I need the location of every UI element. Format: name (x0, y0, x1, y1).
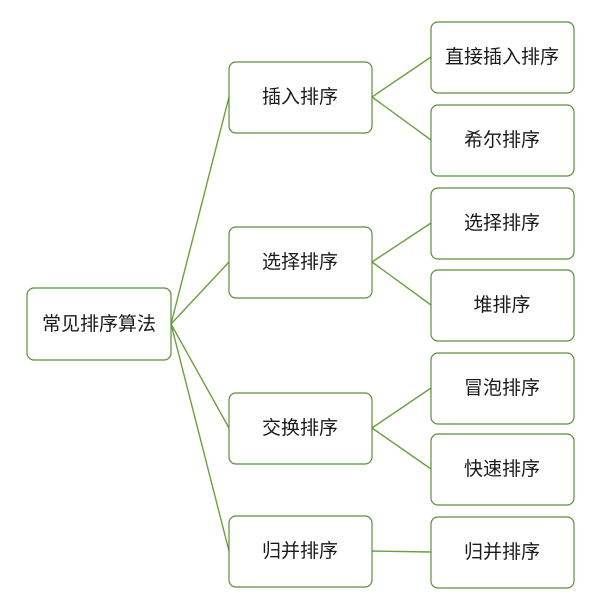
leaf-direct-insertion-sort: 直接插入排序 (430, 21, 575, 94)
leaf-quick-sort-label: 快速排序 (464, 458, 540, 480)
leaf-merge-sort: 归并排序 (430, 516, 575, 589)
edge-exchange-to-quick (371, 427, 432, 470)
node-merge-sort: 归并排序 (228, 515, 373, 588)
edge-selection-to-heap (371, 261, 432, 306)
node-insertion-sort-label: 插入排序 (262, 86, 338, 108)
node-selection-sort-label: 选择排序 (262, 251, 338, 273)
edge-exchange-to-bubble (371, 387, 432, 429)
edge-root-to-selection (170, 261, 230, 325)
root-node: 常见排序算法 (26, 287, 172, 361)
leaf-heap-sort: 堆排序 (430, 269, 575, 342)
leaf-heap-sort-label: 堆排序 (473, 294, 530, 316)
edge-insertion-to-direct-insertion (371, 56, 432, 98)
leaf-shell-sort-label: 希尔排序 (464, 129, 540, 151)
leaf-bubble-sort: 冒泡排序 (430, 352, 575, 425)
edge-merge-to-merge (371, 550, 432, 553)
node-selection-sort: 选择排序 (228, 226, 373, 299)
node-exchange-sort: 交换排序 (228, 392, 373, 465)
edge-selection-to-selection (371, 222, 432, 263)
leaf-selection-sort: 选择排序 (430, 187, 575, 260)
connector-lines (170, 56, 432, 553)
edge-insertion-to-shell (371, 96, 432, 141)
edge-root-to-insertion (170, 96, 230, 325)
root-label: 常见排序算法 (42, 313, 156, 335)
edge-root-to-exchange (170, 323, 230, 429)
leaf-selection-sort-label: 选择排序 (464, 212, 540, 234)
node-insertion-sort: 插入排序 (228, 61, 373, 134)
leaf-merge-sort-label: 归并排序 (464, 541, 540, 563)
leaf-direct-insertion-sort-label: 直接插入排序 (445, 46, 559, 68)
node-merge-sort-label: 归并排序 (262, 540, 338, 562)
leaf-shell-sort: 希尔排序 (430, 104, 575, 177)
leaf-bubble-sort-label: 冒泡排序 (464, 377, 540, 399)
leaf-quick-sort: 快速排序 (430, 433, 575, 506)
edge-root-to-merge (170, 323, 230, 552)
node-exchange-sort-label: 交换排序 (262, 417, 338, 439)
